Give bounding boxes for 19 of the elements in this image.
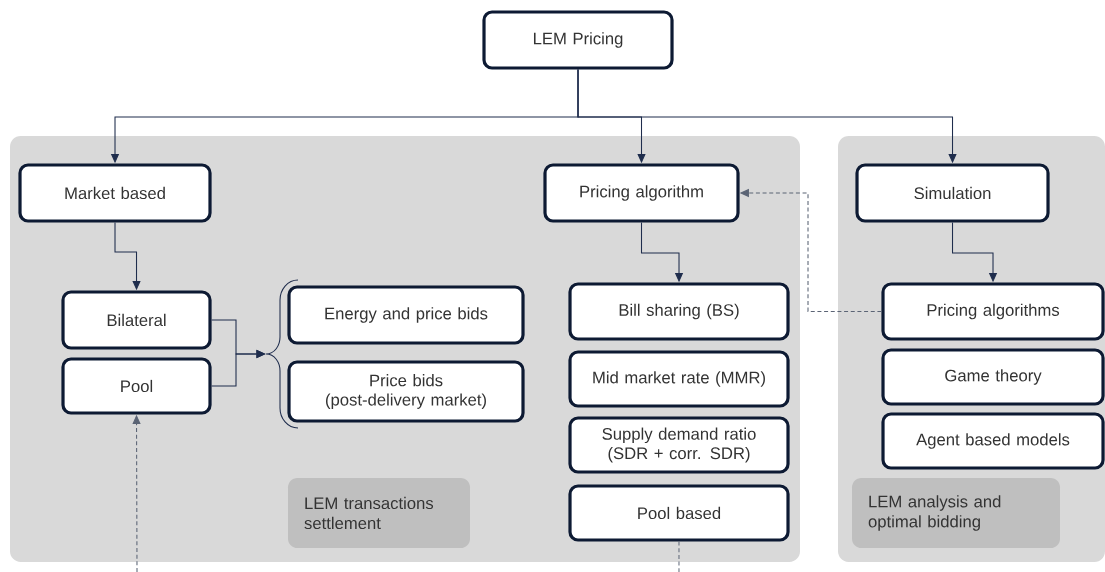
process-box: Pool	[61, 357, 212, 415]
process-box: LEM Pricing	[482, 10, 674, 70]
connector-line	[678, 541, 680, 572]
process-box: Pool based	[568, 484, 790, 542]
process-box: Bill sharing (BS)	[568, 282, 790, 341]
process-box: Mid market rate (MMR)	[568, 350, 790, 408]
section-tag: LEM analysis and optimal bidding	[852, 478, 1060, 548]
brace	[265, 279, 299, 429]
process-box: Simulation	[855, 163, 1050, 223]
process-box: Market based	[18, 163, 212, 223]
process-box: Supply demand ratio (SDR + corr. SDR)	[568, 416, 790, 474]
process-box: Game theory	[881, 348, 1105, 406]
process-box: Price bids (post-delivery market)	[287, 360, 525, 423]
process-box: Pricing algorithm	[543, 163, 740, 223]
process-box: Agent based models	[881, 412, 1105, 470]
process-box: Energy and price bids	[287, 285, 525, 345]
process-box: Bilateral	[61, 290, 212, 350]
process-box: Pricing algorithms	[881, 282, 1105, 341]
section-tag: LEM transactions settlement	[288, 478, 470, 548]
